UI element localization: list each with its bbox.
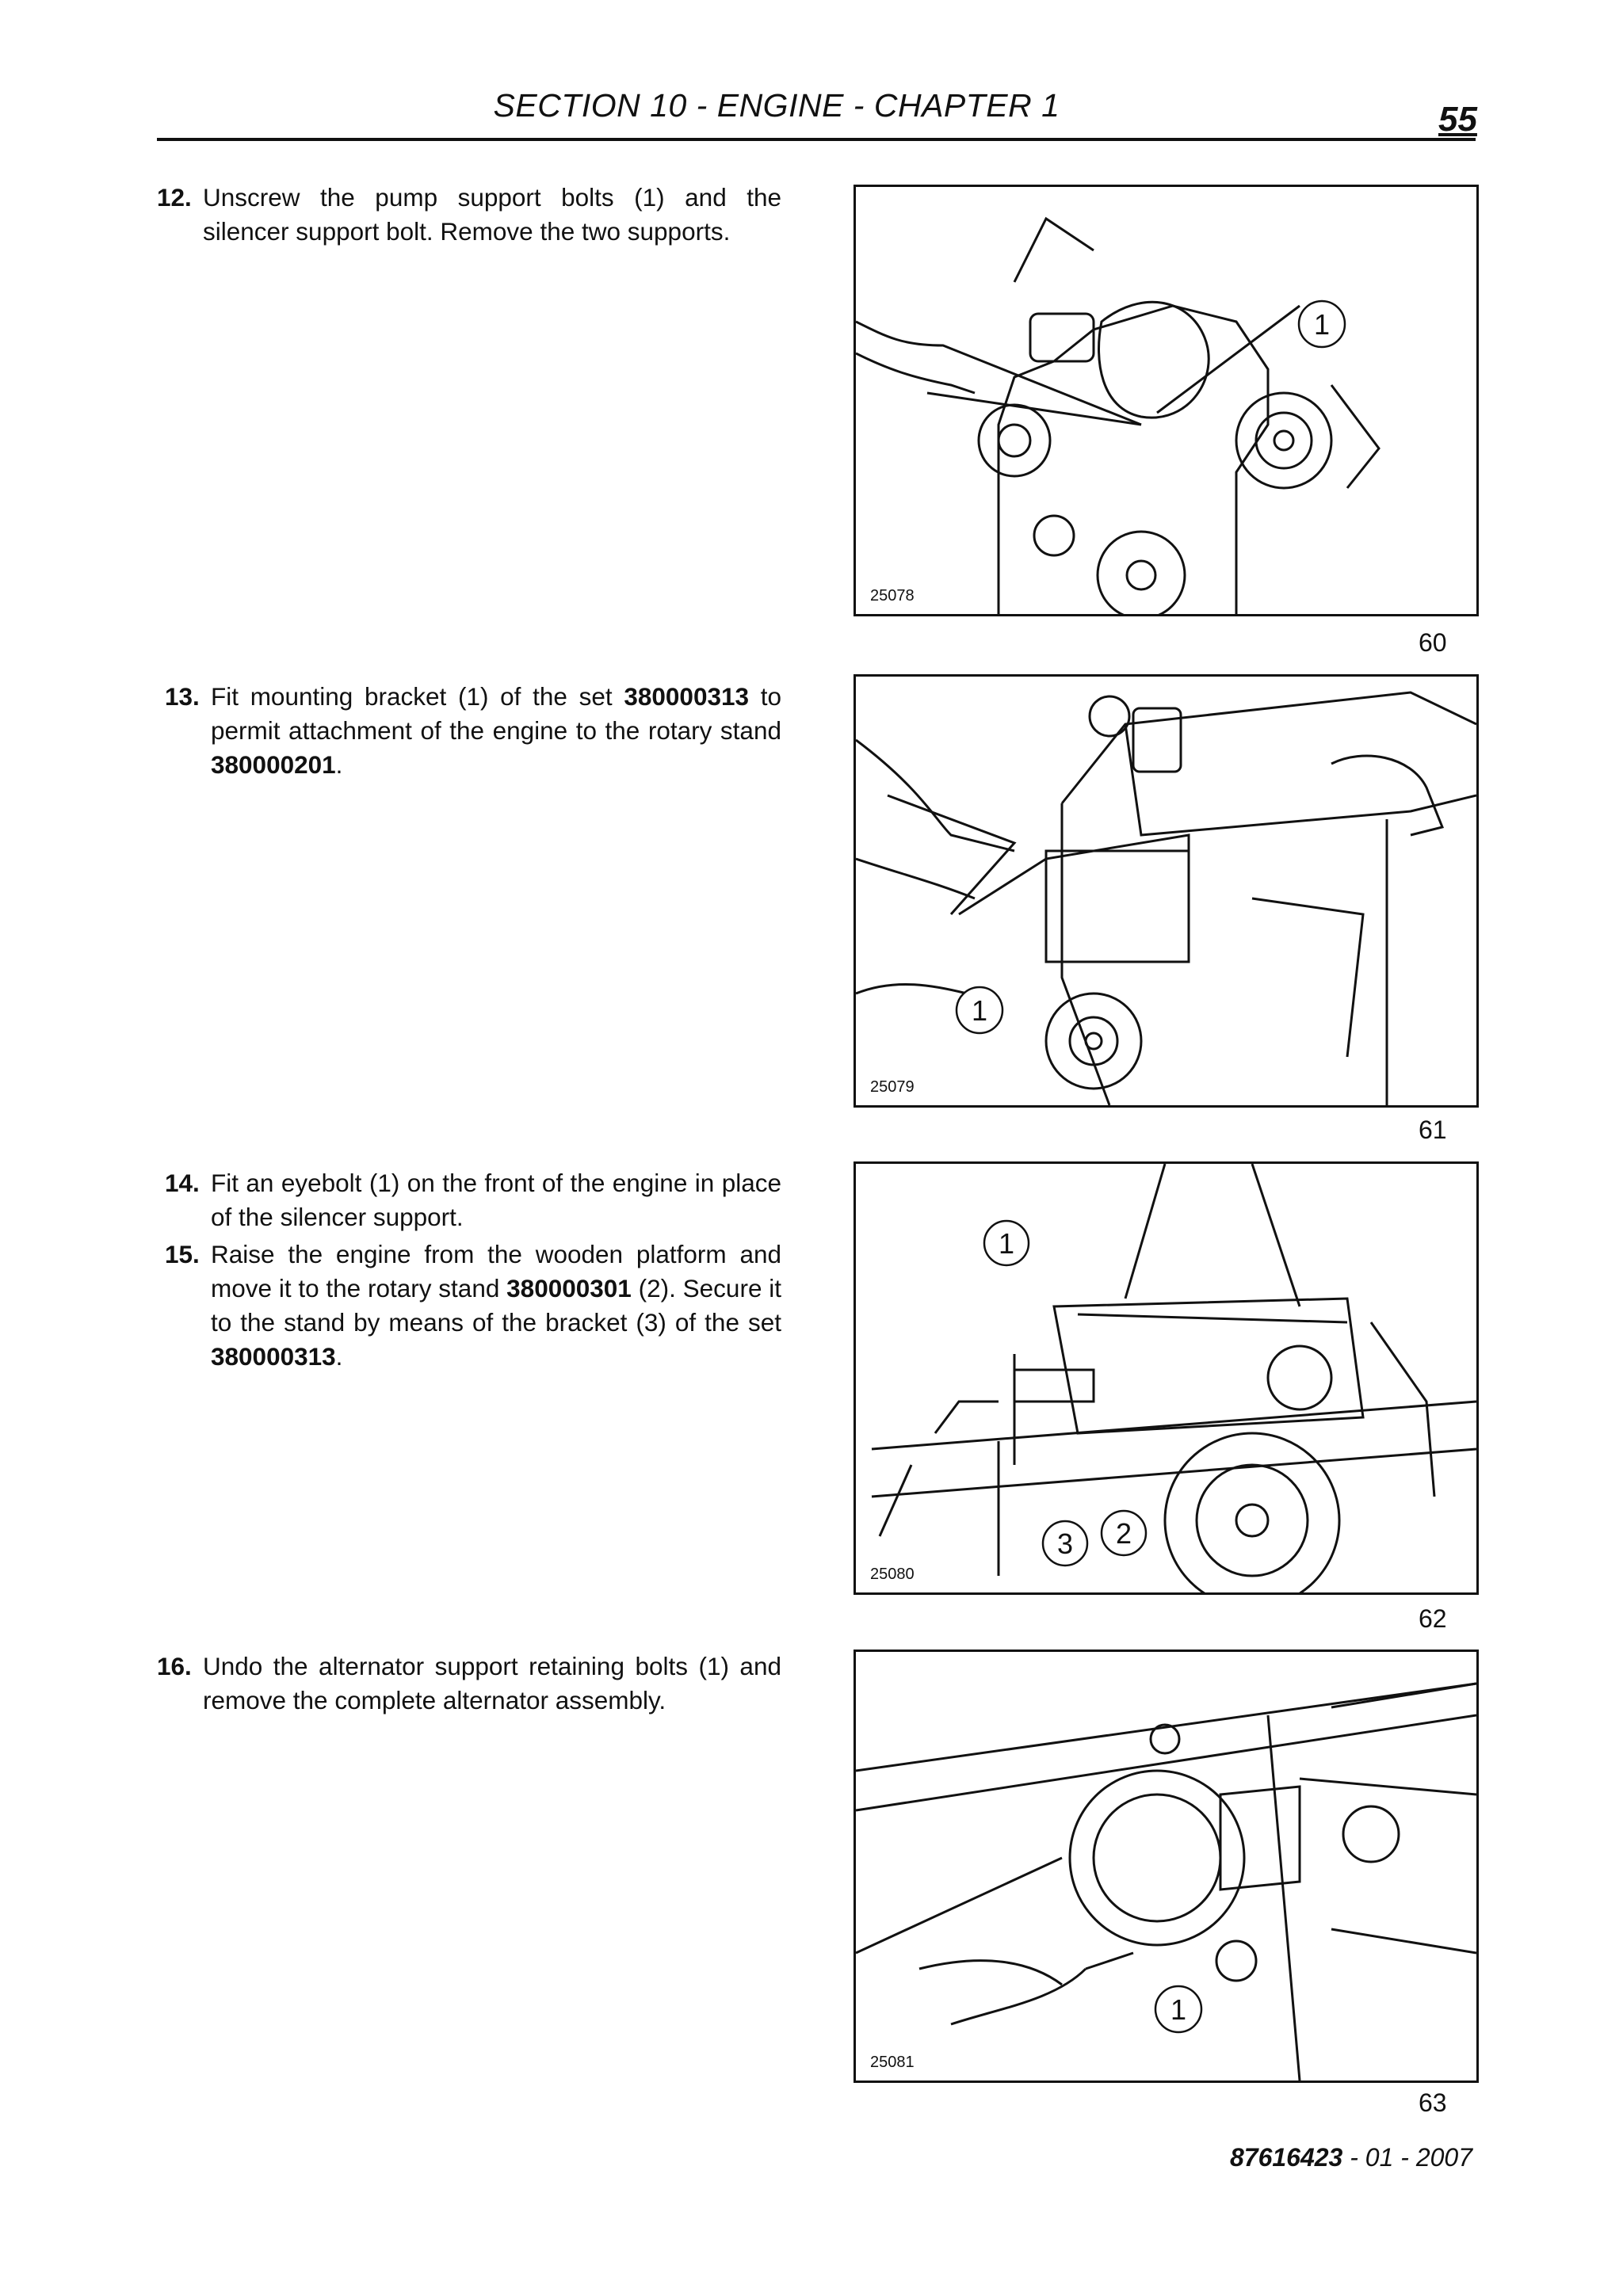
mounting-bracket-drawing (856, 691, 1476, 1105)
figure-code: 25079 (870, 1078, 915, 1096)
svg-text:1: 1 (999, 1227, 1014, 1260)
step-14: 14. Fit an eyebolt (1) on the front of t… (165, 1166, 781, 1234)
figure-code: 25080 (870, 1566, 915, 1583)
svg-text:2: 2 (1116, 1517, 1132, 1550)
step-number: 15. (165, 1240, 200, 1268)
header-rule (157, 138, 1476, 141)
figure-61-illustration: 1 25079 (854, 674, 1479, 1108)
figure-number: 62 (1419, 1604, 1447, 1633)
svg-text:1: 1 (972, 994, 987, 1027)
figure-63-illustration: 1 25081 (854, 1650, 1479, 2083)
callout-1: 1 (1297, 299, 1346, 349)
figure-number: 63 (1419, 2088, 1447, 2117)
step-number: 12. (157, 183, 192, 212)
engine-pump-drawing (856, 216, 1381, 614)
step-12: 12. Unscrew the pump support bolts (1) a… (157, 181, 781, 249)
document-part-number: 87616423 (1229, 2143, 1343, 2172)
callout-1: 1 (1154, 1985, 1203, 2034)
engine-lift-drawing (871, 1164, 1476, 1592)
figure-code: 25078 (870, 587, 915, 605)
step-15: 15. Raise the engine from the wooden pla… (165, 1238, 781, 1374)
callout-1: 1 (955, 986, 1004, 1035)
step-text: Fit mounting bracket (1) of the set 3800… (211, 682, 782, 779)
svg-text:3: 3 (1057, 1527, 1073, 1560)
page-number: 55 (1438, 100, 1477, 139)
alternator-drawing (856, 1682, 1476, 2081)
section-title: SECTION 10 - ENGINE - CHAPTER 1 (493, 87, 1060, 124)
step-13: 13. Fit mounting bracket (1) of the set … (165, 680, 782, 782)
svg-text:1: 1 (1170, 1993, 1186, 2026)
step-number: 14. (165, 1169, 200, 1197)
document-date: - 01 - 2007 (1342, 2143, 1472, 2172)
footer: 87616423 - 01 - 2007 (1230, 2143, 1472, 2172)
step-number: 16. (157, 1652, 192, 1680)
step-text: Undo the alternator support retaining bo… (203, 1652, 781, 1714)
step-16: 16. Undo the alternator support retainin… (157, 1650, 781, 1718)
figure-60-illustration: 1 25078 (854, 185, 1479, 616)
step-text: Unscrew the pump support bolts (1) and t… (203, 183, 781, 246)
figure-62-illustration: 1 2 3 25080 (854, 1161, 1479, 1595)
figure-number: 60 (1419, 628, 1447, 657)
step-text: Fit an eyebolt (1) on the front of the e… (211, 1169, 781, 1231)
step-number: 13. (165, 682, 200, 711)
callouts-1-2-3: 1 2 3 (983, 1219, 1148, 1567)
svg-text:1: 1 (1314, 308, 1330, 341)
figure-code: 25081 (870, 2054, 915, 2071)
step-text: Raise the engine from the wooden platfor… (211, 1240, 781, 1371)
figure-number: 61 (1419, 1116, 1447, 1144)
